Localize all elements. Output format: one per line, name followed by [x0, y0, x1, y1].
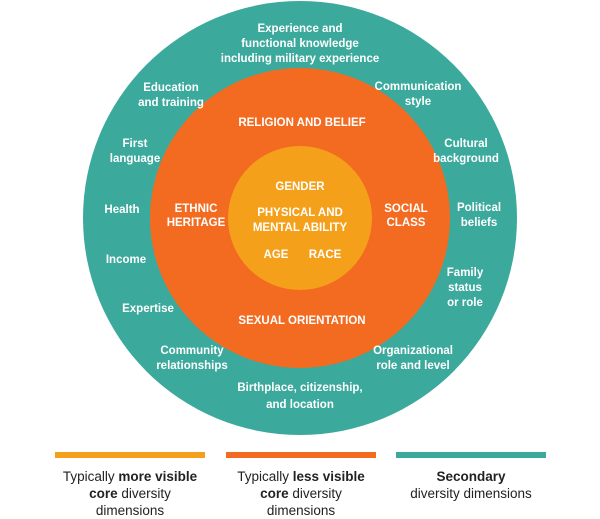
label-political-beliefs-1: Political — [457, 202, 501, 214]
label-physical-mental-ability-1: PHYSICAL AND — [257, 207, 343, 219]
label-race: RACE — [309, 249, 342, 261]
label-income: Income — [106, 254, 146, 266]
legend-more-visible: Typically more visible core diversity di… — [55, 452, 205, 519]
label-family-status-1: Family — [447, 267, 484, 279]
legend-swatch-more-visible — [55, 452, 205, 458]
legend-text-more-visible-line2: dimensions — [95, 503, 165, 518]
label-religion-and-belief: RELIGION AND BELIEF — [238, 117, 365, 129]
label-expertise: Expertise — [122, 303, 174, 315]
label-gender: GENDER — [275, 181, 325, 193]
label-cultural-background-2: background — [433, 153, 499, 165]
label-birthplace-1: Birthplace, citizenship, — [237, 382, 362, 394]
label-health: Health — [104, 204, 139, 216]
label-community-relationships-2: relationships — [156, 360, 228, 372]
label-sexual-orientation: SEXUAL ORIENTATION — [238, 315, 365, 327]
diversity-wheel-diagram: GENDER PHYSICAL AND MENTAL ABILITY AGE R… — [83, 1, 517, 435]
label-social-class-1: SOCIAL — [384, 203, 427, 215]
label-organizational-role-2: role and level — [376, 360, 450, 372]
label-education-training-1: Education — [143, 82, 199, 94]
label-experience-2: functional knowledge — [241, 38, 359, 50]
label-family-status-2: status — [448, 282, 482, 294]
label-social-class-2: CLASS — [387, 217, 426, 229]
label-ethnic-heritage-1: ETHNIC — [175, 203, 218, 215]
label-political-beliefs-2: beliefs — [461, 217, 497, 229]
label-communication-style-1: Communication — [375, 81, 462, 93]
legend-less-visible: Typically less visible core diversity di… — [226, 452, 376, 519]
label-ethnic-heritage-2: HERITAGE — [167, 217, 226, 229]
label-family-status-3: or role — [447, 297, 483, 309]
legend-text-more-visible: Typically more visible core diversity — [62, 469, 198, 501]
label-experience-1: Experience and — [257, 23, 342, 35]
label-cultural-background-1: Cultural — [444, 138, 487, 150]
label-first-language-2: language — [110, 153, 160, 165]
inner-ring-more-visible — [228, 146, 372, 290]
legend-swatch-less-visible — [226, 452, 376, 458]
legend-text-secondary: Secondary — [436, 469, 506, 484]
label-physical-mental-ability-2: MENTAL ABILITY — [253, 222, 348, 234]
label-communication-style-2: style — [405, 96, 431, 108]
label-first-language-1: First — [123, 138, 148, 150]
legend-secondary: Secondary diversity dimensions — [396, 452, 546, 502]
label-experience-3: including military experience — [221, 53, 380, 65]
label-organizational-role-1: Organizational — [373, 345, 453, 357]
label-age: AGE — [264, 249, 289, 261]
label-birthplace-2: and location — [266, 399, 334, 411]
legend-text-less-visible: Typically less visible core diversity — [237, 469, 365, 501]
label-community-relationships-1: Community — [160, 345, 224, 357]
legend-text-less-visible-line2: dimensions — [266, 503, 336, 518]
legend-text-secondary-line2: diversity dimensions — [410, 486, 532, 501]
label-education-training-2: and training — [138, 97, 204, 109]
legend-swatch-secondary — [396, 452, 546, 458]
